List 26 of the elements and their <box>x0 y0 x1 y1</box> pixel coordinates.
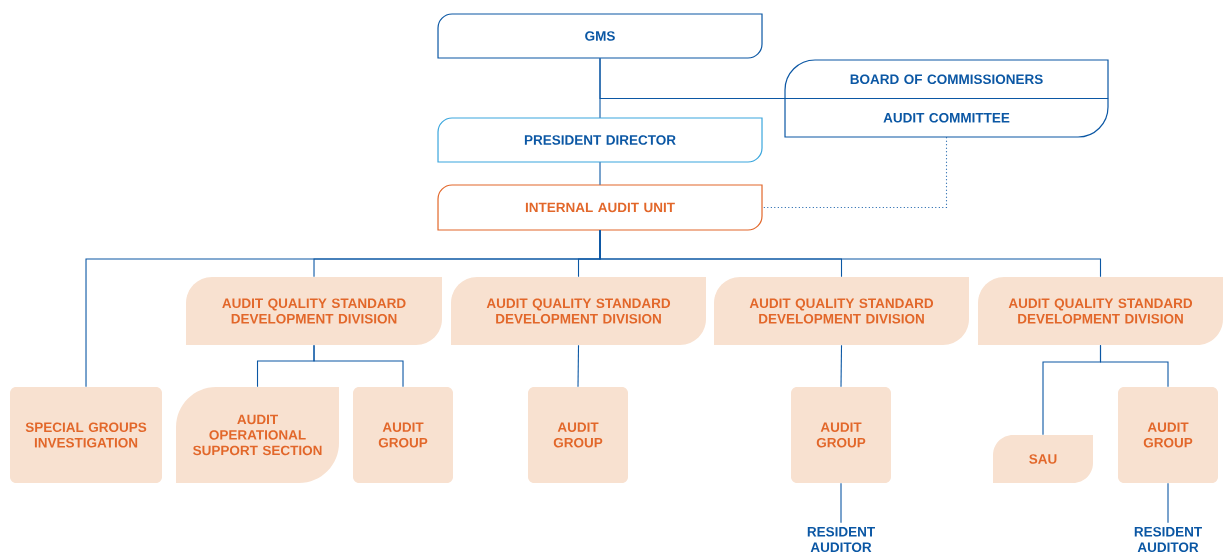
role-label: RESIDENT AUDITOR <box>807 526 875 552</box>
group-box: AUDIT GROUP <box>1118 387 1218 483</box>
gms-box: GMS <box>437 13 763 59</box>
board-box: BOARD OF COMMISSIONERS AUDIT COMMITTEE <box>784 59 1109 138</box>
audit-unit-box: INTERNAL AUDIT UNIT <box>437 184 763 231</box>
connector-line <box>599 57 1109 100</box>
connector-line <box>313 344 404 388</box>
connector-line <box>840 482 842 524</box>
division-box: AUDIT QUALITY STANDARD DEVELOPMENT DIVISION <box>186 277 442 345</box>
division-box: AUDIT QUALITY STANDARD DEVELOPMENT DIVISION <box>451 277 706 345</box>
connector-line <box>1099 344 1169 388</box>
connector-line <box>1167 482 1169 524</box>
group-box: AUDIT GROUP <box>791 387 891 483</box>
group-box: AUDIT GROUP <box>528 387 628 483</box>
connector-line <box>577 344 580 388</box>
group-box: SPECIAL GROUPS INVESTIGATION <box>10 387 162 483</box>
connector-line <box>599 229 1102 278</box>
director-box: PRESIDENT DIRECTOR <box>437 117 763 163</box>
section-box: AUDIT OPERATIONAL SUPPORT SECTION <box>176 387 339 483</box>
division-box: AUDIT QUALITY STANDARD DEVELOPMENT DIVISION <box>714 277 969 345</box>
unit-box: SAU <box>993 435 1093 483</box>
group-box: AUDIT GROUP <box>353 387 453 483</box>
role-label: RESIDENT AUDITOR <box>1134 526 1202 552</box>
division-box: AUDIT QUALITY STANDARD DEVELOPMENT DIVISION <box>978 277 1223 345</box>
connector-line <box>840 344 843 388</box>
connector-line <box>599 161 601 186</box>
